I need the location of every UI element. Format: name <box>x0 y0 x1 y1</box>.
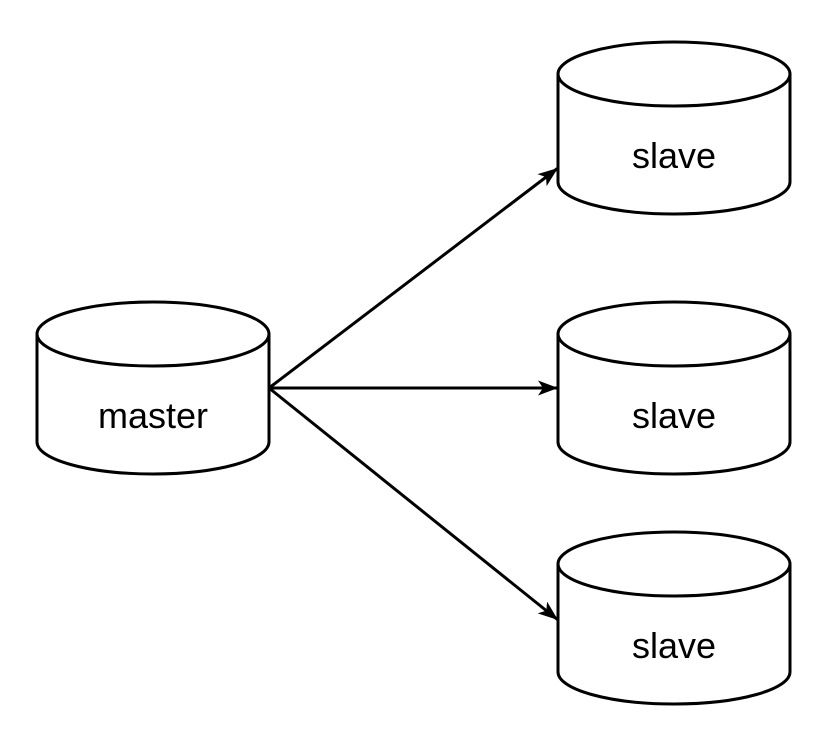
slave-node-2-label: slave <box>632 395 716 436</box>
database-cylinder-icon <box>35 300 271 476</box>
database-cylinder-icon <box>556 300 792 476</box>
slave-node-1-label: slave <box>632 135 716 176</box>
database-cylinder-icon <box>556 40 792 216</box>
cylinder-rim-icon <box>556 563 792 598</box>
arrow-master-to-slave-3 <box>268 386 559 622</box>
slave-db-node-1: slave <box>556 40 792 216</box>
arrow-master-to-slave-1 <box>268 166 559 390</box>
slave-node-3-label: slave <box>632 625 716 666</box>
slave-db-node-3: slave <box>556 530 792 706</box>
cylinder-rim-icon <box>35 333 271 368</box>
database-cylinder-icon <box>556 530 792 706</box>
master-node-label: master <box>98 395 208 436</box>
edge-group <box>268 166 559 622</box>
cylinder-rim-icon <box>556 73 792 108</box>
slave-db-node-2: slave <box>556 300 792 476</box>
master-db-node: master <box>35 300 271 476</box>
cylinder-rim-icon <box>556 333 792 368</box>
